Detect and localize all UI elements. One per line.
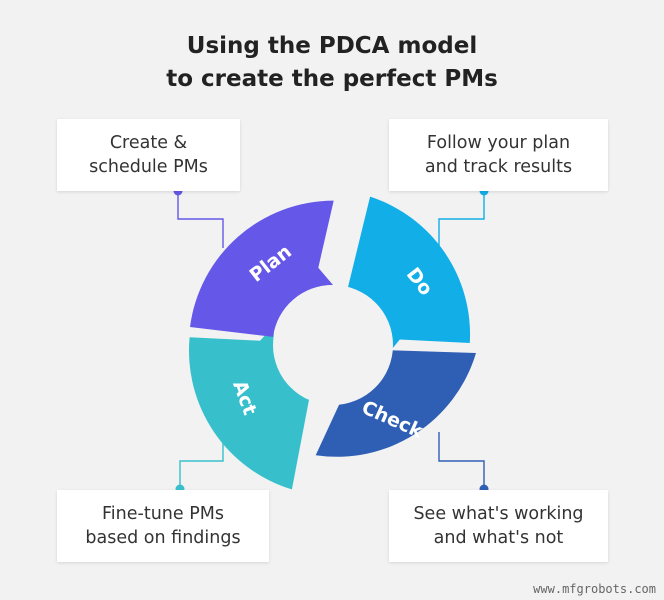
callout-act: Fine-tune PMs based on findings xyxy=(57,490,269,562)
connector-check xyxy=(438,432,485,489)
connectors xyxy=(177,191,485,489)
diagram-title: Using the PDCA model to create the perfe… xyxy=(0,30,664,96)
callout-do-line-1: Follow your plan xyxy=(426,133,571,153)
callout-plan: Create & schedule PMs xyxy=(57,119,240,191)
callout-do: Follow your plan and track results xyxy=(389,119,608,191)
callout-check: See what's working and what's not xyxy=(389,490,608,562)
callout-plan-line-1: Create & xyxy=(109,133,188,153)
segment-plan xyxy=(190,200,334,337)
watermark: www.mfgrobots.com xyxy=(533,582,656,596)
connector-act xyxy=(179,432,224,489)
callout-act-line-1: Fine-tune PMs xyxy=(102,504,224,524)
callout-act-line-2: based on findings xyxy=(85,528,241,548)
callout-check-line-1: See what's working xyxy=(413,504,584,524)
title-line-2: to create the perfect PMs xyxy=(166,66,498,92)
center-hub xyxy=(273,285,393,405)
callout-check-line-2: and what's not xyxy=(433,528,564,548)
connector-do xyxy=(438,191,485,248)
callout-do-line-2: and track results xyxy=(424,157,573,177)
callout-plan-line-2: schedule PMs xyxy=(89,157,208,177)
connector-plan xyxy=(177,191,224,248)
title-line-1: Using the PDCA model xyxy=(186,33,478,59)
